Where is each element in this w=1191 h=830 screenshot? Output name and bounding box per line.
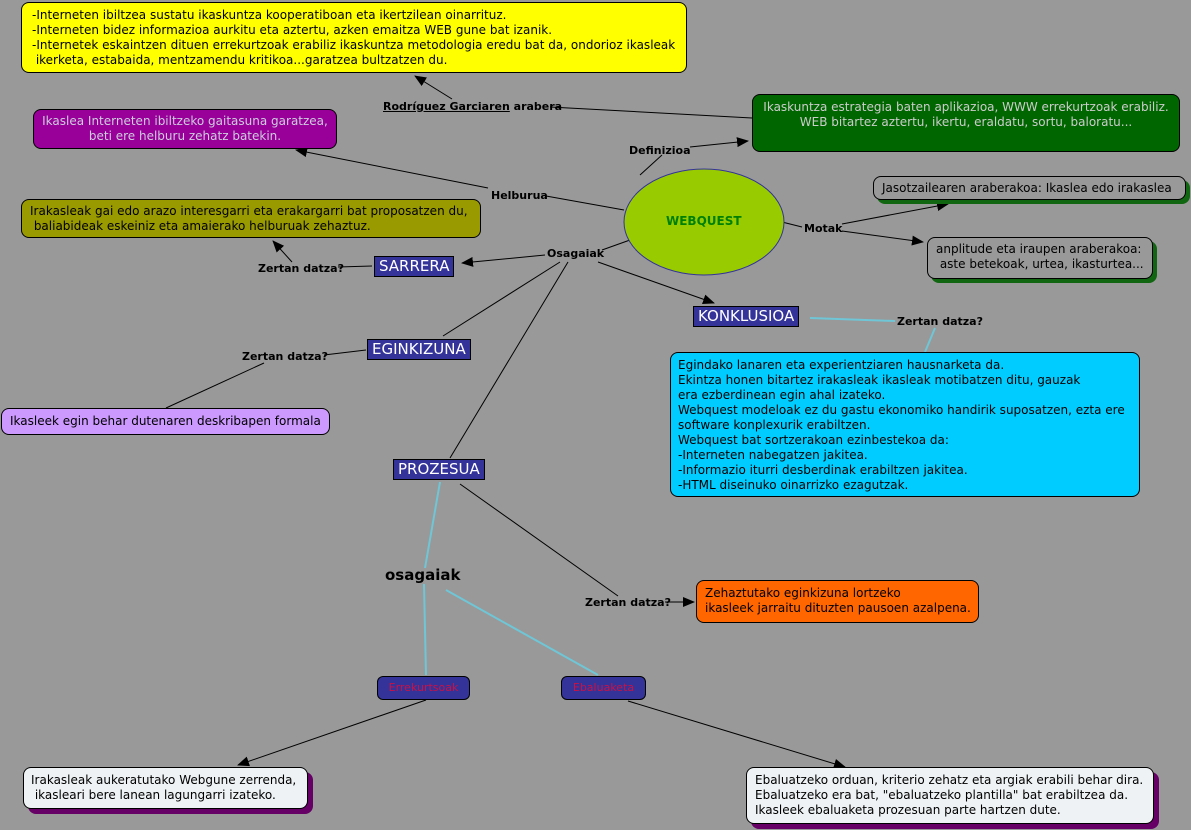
line-osagaiak-konklusioa <box>597 261 715 305</box>
line-prozesua-osagaiak <box>424 481 441 569</box>
line-zertan-eginkizuna-box <box>165 362 265 409</box>
line-center-helburua <box>545 195 625 211</box>
line-helburua-box <box>295 147 489 189</box>
line-osagaiak-errekurtsoak <box>423 583 427 676</box>
sarrera-box: Irakasleak gai edo arazo interesgarri et… <box>21 199 481 238</box>
rodriguez-line: -Internetek eskaintzen dituen errekurtzo… <box>32 38 676 52</box>
ebaluaketa-line: Ebaluatzeko era bat, "ebaluatzeko planti… <box>755 788 1129 802</box>
label-definizioa: Definizioa <box>629 144 691 157</box>
konklusioa-line: Webquest modeloak ez du gastu ekonomiko … <box>678 403 1125 417</box>
helburua-box: Ikaslea Interneten ibiltzeko gaitasuna g… <box>33 109 337 149</box>
sarrera-line: baliabideak eskeiniz eta amaierako helbu… <box>30 219 371 233</box>
webquest-center-node <box>623 168 785 276</box>
label-helburua: Helburua <box>491 189 548 202</box>
line-center-motak <box>781 221 803 228</box>
definizioa-box: Ikaskuntza estrategia baten aplikazioa, … <box>752 94 1180 152</box>
konklusioa-box: Egindako lanaren eta experientziaren hau… <box>670 352 1140 497</box>
line-rodriguez-box <box>414 75 453 100</box>
label-zertan-konklusioa: Zertan datza? <box>897 315 983 328</box>
prozesua-box: Zehaztutako eginkizuna lortzeko ikasleek… <box>696 580 979 623</box>
line-ebaluaketa-box <box>627 700 846 769</box>
label-osagaiak-prozesua: osagaiak <box>385 566 461 584</box>
line-motak-2 <box>841 230 924 246</box>
line-sarrera-zertan <box>337 265 373 268</box>
heading-ebaluaketa: Ebaluaketa <box>561 676 646 700</box>
line-konklusioa-zertan <box>809 317 896 322</box>
heading-errekurtsoak: Errekurtsoak <box>377 676 470 700</box>
konklusioa-line: -Interneten nabegatzen jakitea. <box>678 448 868 462</box>
rodriguez-line: -Interneten ibiltzea sustatu ikaskuntza … <box>32 8 507 22</box>
konklusioa-line: software konplexurik erabiltzen. <box>678 418 871 432</box>
label-rodriguez-name: Rodríguez Garciaren <box>383 100 510 113</box>
line-osagaiak-sarrera <box>461 254 546 267</box>
errekurtsoak-box: Irakasleak aukeratutako Webgune zerrenda… <box>23 767 308 809</box>
konklusioa-line: era ezberdinean egin ahal izateko. <box>678 388 886 402</box>
errekurtsoak-line: ikasleari bere lanean lagungarri izateko… <box>31 788 276 802</box>
ebaluaketa-box: Ebaluatzeko orduan, kriterio zehatz eta … <box>746 767 1154 824</box>
konklusioa-line: -HTML diseinuko oinarrizko ezagutzak. <box>678 478 909 492</box>
helburua-line: Ikaslea Interneten ibiltzeko gaitasuna g… <box>42 114 328 128</box>
center-label: WEBQUEST <box>666 214 742 228</box>
konklusioa-line: Webquest bat sortzerakoan ezinbestekoa d… <box>678 433 949 447</box>
definizioa-line: Ikaskuntza estrategia baten aplikazioa, … <box>763 100 1169 114</box>
line-zertan-konklusioa-box <box>924 327 936 353</box>
konklusioa-line: -Informazio iturri desberdinak erabiltze… <box>678 463 968 477</box>
motak-box-1: Jasotzailearen araberakoa: Ikaslea edo i… <box>873 176 1186 200</box>
definizioa-line: WEB bitartez aztertu, ikertu, eraldatu, … <box>799 115 1133 129</box>
line-osagaiak-eginkizuna <box>442 261 561 337</box>
motak-2-line: aste betekoak, urtea, ikasturtea... <box>936 257 1144 271</box>
label-rodriguez-arabera: arabera <box>509 100 563 113</box>
eginkizuna-line: Ikasleek egin behar dutenaren deskribape… <box>10 414 321 428</box>
prozesua-line: Zehaztutako eginkizuna lortzeko <box>705 586 901 600</box>
ebaluaketa-line: Ebaluatzeko orduan, kriterio zehatz eta … <box>755 773 1144 787</box>
label-zertan-sarrera: Zertan datza? <box>258 262 344 275</box>
line-motak-1 <box>841 201 949 225</box>
konklusioa-line: Egindako lanaren eta experientziaren hau… <box>678 358 1005 372</box>
label-motak: Motak <box>804 222 843 235</box>
line-osagaiak-prozesua <box>449 261 569 459</box>
heading-prozesua: PROZESUA <box>393 459 485 480</box>
line-center-rodriguez <box>549 106 753 119</box>
motak-box-2: anplitude eta iraupen araberakoa: aste b… <box>927 237 1153 279</box>
label-osagaiak: Osagaiak <box>547 247 605 260</box>
label-zertan-prozesua: Zertan datza? <box>585 596 671 609</box>
label-rodriguez: Rodríguez Garciaren arabera <box>383 100 562 113</box>
eginkizuna-box: Ikasleek egin behar dutenaren deskribape… <box>1 408 330 435</box>
prozesua-line: ikasleek jarraitu dituzten pausoen azalp… <box>705 601 971 615</box>
errekurtsoak-line: Irakasleak aukeratutako Webgune zerrenda… <box>31 773 297 787</box>
ebaluaketa-line: Ikasleek ebaluaketa prozesuan parte hart… <box>755 803 1061 817</box>
motak-1-line: Jasotzailearen araberakoa: Ikaslea edo i… <box>882 181 1172 195</box>
heading-konklusioa: KONKLUSIOA <box>693 306 800 327</box>
motak-2-line: anplitude eta iraupen araberakoa: <box>936 242 1142 256</box>
line-center-osagaiak <box>601 239 631 251</box>
label-zertan-eginkizuna: Zertan datza? <box>242 350 328 363</box>
line-prozesua-zertan <box>459 483 619 597</box>
line-center-definizioa <box>639 154 663 176</box>
line-errekurtsoak-box <box>237 699 427 767</box>
heading-eginkizuna: EGINKIZUNA <box>367 339 471 360</box>
line-osagaiak-ebaluaketa <box>445 589 599 676</box>
rodriguez-line: ikerketa, estabaida, mentzamendu kritiko… <box>32 53 448 67</box>
line-definizioa-box <box>689 137 749 148</box>
rodriguez-box: -Interneten ibiltzea sustatu ikaskuntza … <box>21 2 687 73</box>
helburua-line: beti ere helburu zehatz batekin. <box>88 129 282 143</box>
line-zertan-sarrera-box <box>272 240 293 263</box>
line-eginkizuna-zertan <box>323 349 367 356</box>
sarrera-line: Irakasleak gai edo arazo interesgarri et… <box>30 204 468 218</box>
heading-sarrera: SARRERA <box>374 256 455 277</box>
rodriguez-line: -Interneten bidez informazioa aurkitu et… <box>32 23 553 37</box>
konklusioa-line: Ekintza honen bitartez irakasleak ikasle… <box>678 373 1081 387</box>
